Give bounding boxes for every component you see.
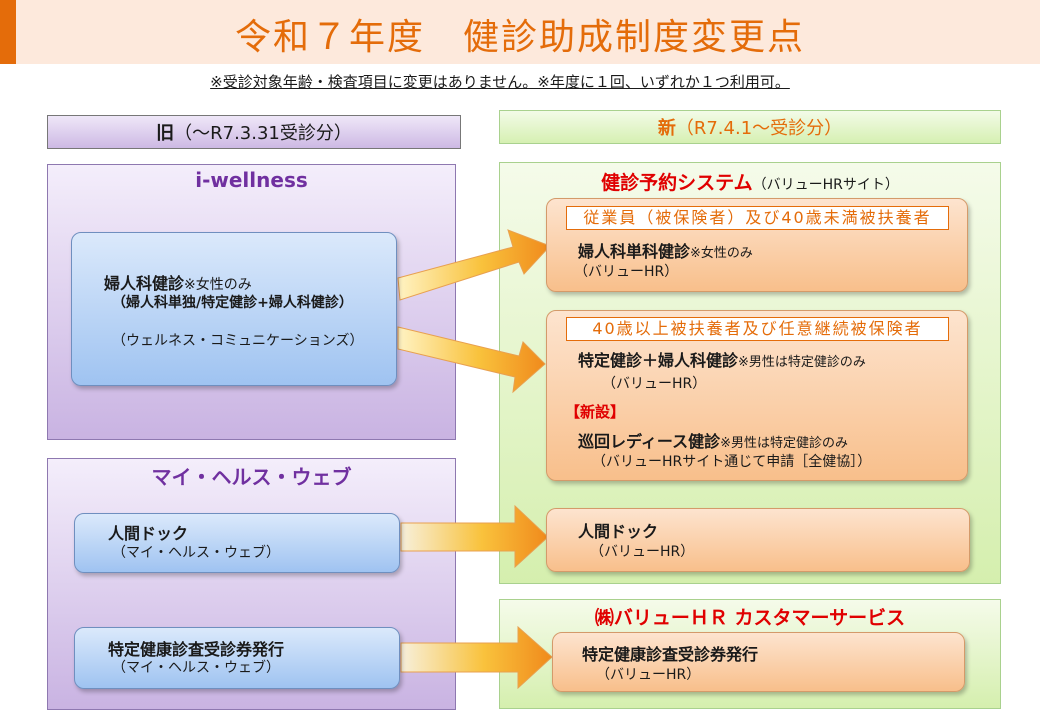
fujinka-note: ※女性のみ <box>184 277 252 293</box>
system-title-sub: （バリューHRサイト） <box>752 177 899 193</box>
iwellness-title: i-wellness <box>195 168 308 192</box>
new-badge: 【新設】 <box>565 403 626 421</box>
right-arrow-icon <box>397 229 551 301</box>
right-arrow-icon <box>400 504 549 569</box>
ningen-dock-new-name: 人間ドック <box>578 522 659 541</box>
tokutei-fujinka-note: ※男性は特定健診のみ <box>738 355 866 370</box>
ningen-dock-old-provider: （マイ・ヘルス・ウェブ） <box>112 545 280 561</box>
fujinka-single-name: 婦人科単科健診 <box>578 242 691 261</box>
old-header-range: （～R7.3.31受診分） <box>174 123 352 144</box>
customer-service-title: ㈱バリューＨＲ カスタマーサービス <box>594 607 906 629</box>
right-arrow-icon <box>400 625 553 690</box>
page-title: 令和７年度 健診助成制度変更点 <box>234 17 805 58</box>
tokutei-fujinka-name: 特定健診＋婦人科健診 <box>578 351 739 370</box>
fujinka-name: 婦人科健診 <box>104 274 185 293</box>
fujinka-provider: （ウェルネス・コミュニケーションズ） <box>112 333 364 349</box>
fujinka-single-line: 婦人科単科健診※女性のみ <box>578 238 958 262</box>
tokutei-old-provider: （マイ・ヘルス・ウェブ） <box>112 660 280 676</box>
new-header-strong: 新 <box>657 118 676 139</box>
fujinka-single-provider: （バリューHR） <box>574 264 679 280</box>
junkai-ladies-name: 巡回レディース健診 <box>578 432 721 451</box>
reservation-system-title: 健診予約システム（バリューHRサイト） <box>499 168 1001 195</box>
junkai-ladies-note: ※男性は特定健診のみ <box>720 436 848 451</box>
tokutei-old-box <box>74 627 400 689</box>
group2-label: 40歳以上被扶養者及び任意継続被保険者 <box>566 317 949 341</box>
old-header-strong: 旧 <box>156 123 175 144</box>
tokutei-fujinka-line: 特定健診＋婦人科健診※男性は特定健診のみ <box>578 347 963 371</box>
new-header-range: （R7.4.1～受診分） <box>675 118 843 139</box>
ningen-dock-old-box <box>74 513 400 573</box>
tokutei-new-provider: （バリューHR） <box>596 667 701 683</box>
fujinka-single-note: ※女性のみ <box>690 246 753 261</box>
ningen-dock-old-name: 人間ドック <box>108 524 189 543</box>
right-arrow-icon <box>397 326 546 394</box>
new-header: 新（R7.4.1～受診分） <box>499 110 1001 144</box>
title-band <box>0 0 1040 64</box>
junkai-ladies-line: 巡回レディース健診※男性は特定健診のみ <box>578 428 963 452</box>
fujinka-name-line: 婦人科健診※女性のみ <box>104 270 394 294</box>
ningen-dock-new-provider: （バリューHR） <box>590 544 695 560</box>
myhealthweb-title: マイ・ヘルス・ウェブ <box>151 465 352 489</box>
tokutei-fujinka-provider: （バリューHR） <box>602 376 707 392</box>
fujinka-detail: （婦人科単独/特定健診+婦人科健診） <box>112 295 353 311</box>
junkai-ladies-provider: （バリューHRサイト通じて申請［全健協］） <box>592 454 872 470</box>
fujinka-kenshin-box <box>71 232 397 386</box>
old-header: 旧（～R7.3.31受診分） <box>47 115 461 149</box>
tokutei-new-name: 特定健康診査受診券発行 <box>582 645 759 664</box>
system-title-main: 健診予約システム <box>601 172 753 194</box>
group1-label: 従業員（被保険者）及び40歳未満被扶養者 <box>566 206 949 230</box>
note-text: ※受診対象年齢・検査項目に変更はありません。※年度に１回、いずれか１つ利用可。 <box>210 73 790 91</box>
ningen-dock-new-box <box>546 508 970 572</box>
tokutei-new-box <box>552 632 965 692</box>
title-accent-bar <box>0 0 16 64</box>
tokutei-old-name: 特定健康診査受診券発行 <box>108 640 285 659</box>
